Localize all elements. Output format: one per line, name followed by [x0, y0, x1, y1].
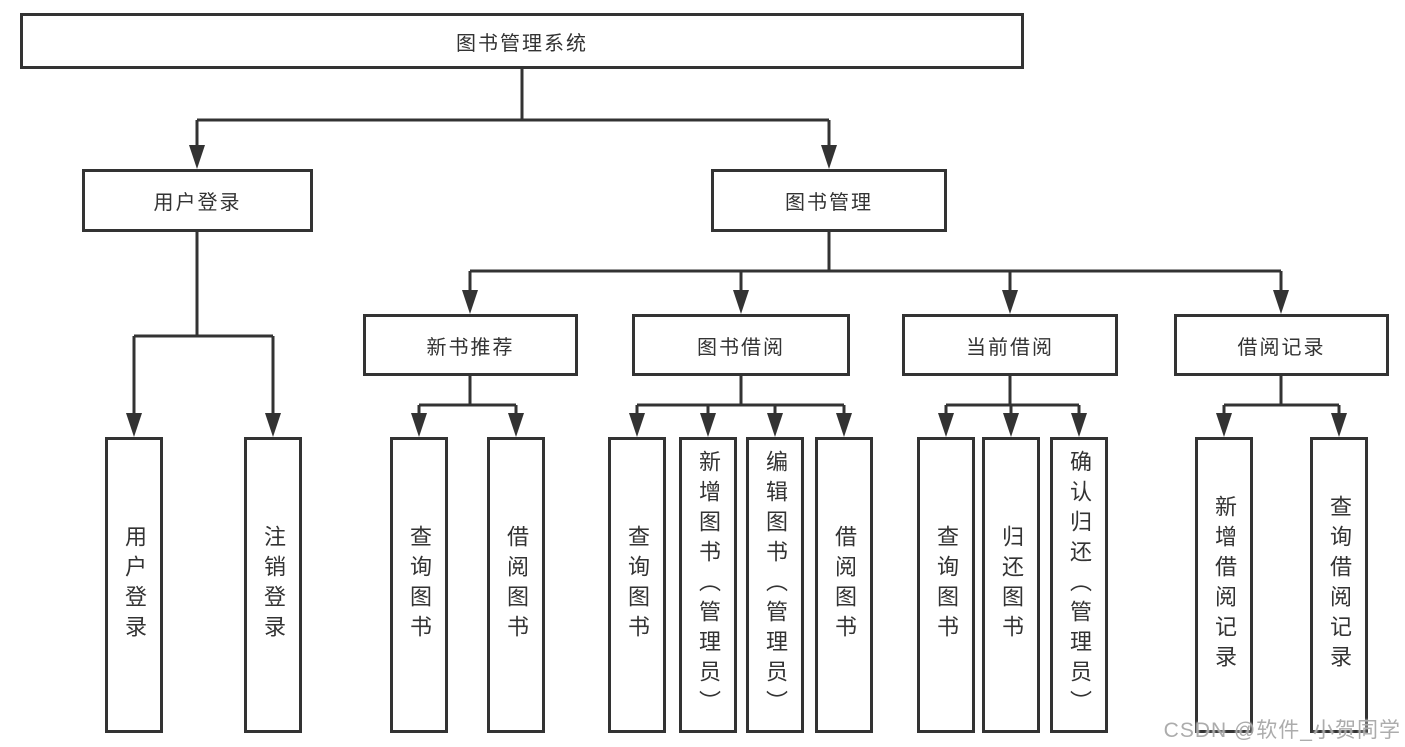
- node-leaf-recommend-borrow-book: 借阅图书: [487, 437, 545, 733]
- node-leaf-borrowing-borrow-book: 借阅图书: [815, 437, 873, 733]
- csdn-watermark: CSDN @软件_小贺同学: [1163, 719, 1401, 742]
- node-leaf-recommend-query-book-label: 查询图书: [407, 525, 432, 645]
- node-leaf-user-login: 用户登录: [105, 437, 163, 733]
- node-library-system-label: 图书管理系统: [456, 32, 588, 55]
- node-leaf-recommend-borrow-book-label: 借阅图书: [504, 525, 529, 645]
- node-leaf-records-add-record: 新增借阅记录: [1195, 437, 1253, 733]
- node-new-book-recommend-label: 新书推荐: [426, 336, 515, 359]
- node-leaf-borrowing-query-book-label: 查询图书: [625, 525, 650, 645]
- node-leaf-current-confirm-return: 确认归还（管理员）: [1050, 437, 1108, 733]
- node-leaf-logout-label: 注销登录: [261, 525, 286, 645]
- node-leaf-borrowing-edit-book-label: 编辑图书（管理员）: [763, 450, 788, 720]
- node-borrow-records-label: 借阅记录: [1237, 336, 1326, 359]
- node-leaf-current-return-book: 归还图书: [982, 437, 1040, 733]
- node-leaf-current-return-book-label: 归还图书: [999, 525, 1024, 645]
- node-leaf-records-query-record-label: 查询借阅记录: [1327, 495, 1352, 675]
- node-book-borrowing: 图书借阅: [632, 314, 850, 376]
- node-leaf-records-add-record-label: 新增借阅记录: [1212, 495, 1237, 675]
- node-book-management: 图书管理: [711, 169, 947, 232]
- node-book-management-label: 图书管理: [785, 192, 873, 214]
- node-leaf-borrowing-borrow-book-label: 借阅图书: [832, 525, 857, 645]
- node-leaf-current-query-book-label: 查询图书: [934, 525, 959, 645]
- node-leaf-logout: 注销登录: [244, 437, 302, 733]
- node-leaf-borrowing-add-book: 新增图书（管理员）: [679, 437, 737, 733]
- node-leaf-borrowing-edit-book: 编辑图书（管理员）: [746, 437, 804, 733]
- node-leaf-borrowing-add-book-label: 新增图书（管理员）: [696, 450, 721, 720]
- node-borrow-records: 借阅记录: [1174, 314, 1389, 376]
- node-current-borrowing-label: 当前借阅: [966, 336, 1054, 359]
- node-leaf-borrowing-query-book: 查询图书: [608, 437, 666, 733]
- node-leaf-records-query-record: 查询借阅记录: [1310, 437, 1368, 733]
- node-leaf-current-query-book: 查询图书: [917, 437, 975, 733]
- node-book-borrowing-label: 图书借阅: [697, 336, 785, 359]
- node-user-login-label: 用户登录: [153, 192, 242, 214]
- node-library-system: 图书管理系统: [20, 13, 1024, 69]
- node-leaf-recommend-query-book: 查询图书: [390, 437, 448, 733]
- node-current-borrowing: 当前借阅: [902, 314, 1118, 376]
- node-leaf-current-confirm-return-label: 确认归还（管理员）: [1067, 450, 1092, 720]
- node-leaf-user-login-label: 用户登录: [122, 525, 147, 645]
- node-new-book-recommend: 新书推荐: [363, 314, 578, 376]
- node-user-login: 用户登录: [82, 169, 313, 232]
